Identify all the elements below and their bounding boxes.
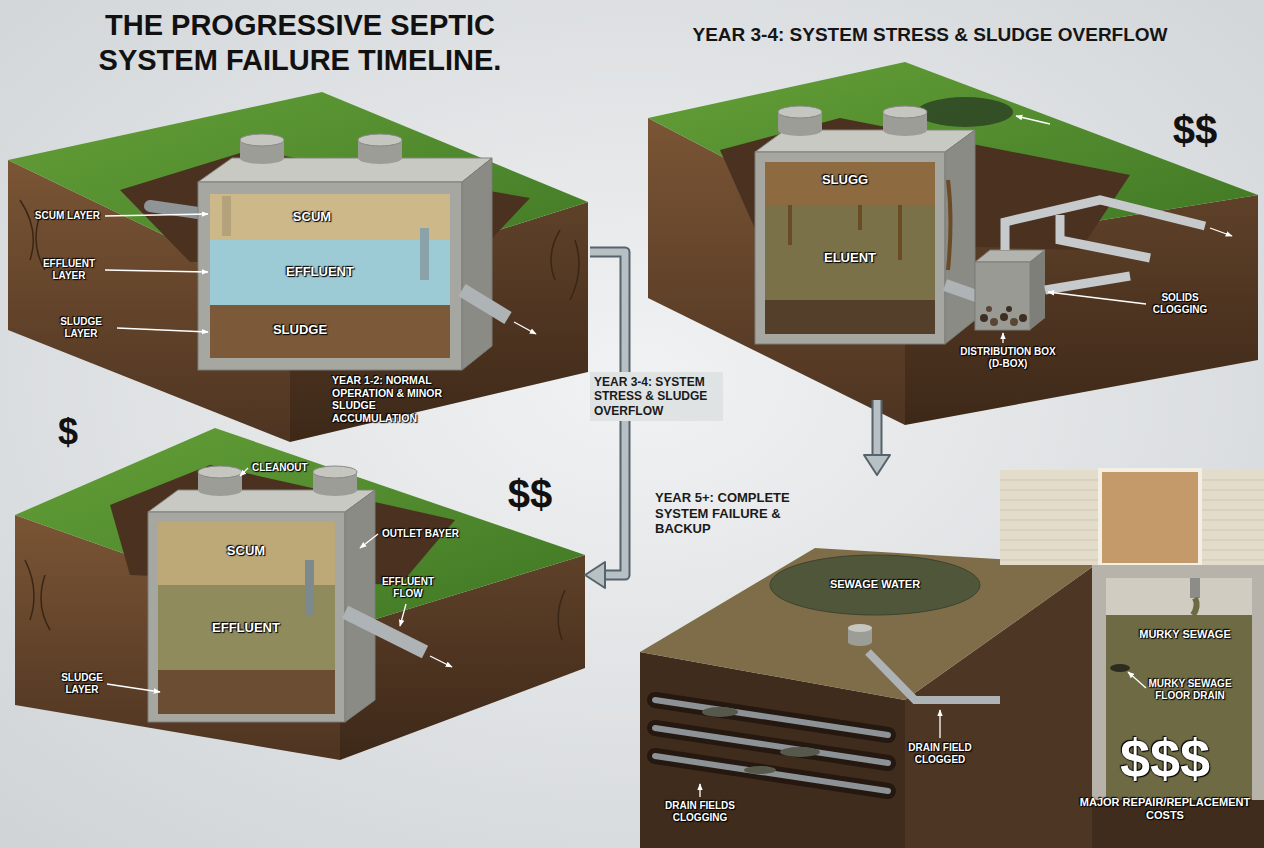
stage-heading: YEAR 5+: COMPLETE SYSTEM FAILURE & BACKU… (655, 490, 820, 537)
flow-arrow (864, 400, 890, 475)
part-label: CLEANOUT (252, 462, 308, 474)
stage-panel: YEAR 3-4: SYSTEM STRESS & SLUDGE OVERFLO… (630, 20, 1260, 400)
part-label: EFFLUENT (286, 264, 354, 280)
cost-marker: $$$ (1120, 726, 1210, 791)
part-label: SOLIDS CLOGGING (1140, 292, 1220, 316)
part-label: EFFLUENT FLOW (373, 576, 443, 600)
part-label: MURKY SEWAGE (1139, 628, 1230, 641)
leader-lines (107, 468, 452, 692)
stage-heading: YEAR 3-4: SYSTEM STRESS & SLUDGE OVERFLO… (692, 24, 1167, 47)
part-label: SCUM (227, 543, 265, 559)
house-basement (1000, 470, 1264, 848)
part-label: OUTLET BAYER (382, 528, 459, 540)
part-label: DISTRIBUTION BOX (D-BOX) (953, 346, 1063, 370)
stage-panel: CLEANOUT OUTLET BAYER SCUM EFFLUENT FLOW EFF… (10, 425, 585, 760)
septic-tank (150, 134, 508, 370)
leader-lines (700, 672, 1146, 797)
cost-marker: $$ (1173, 106, 1218, 154)
edge-label: YEAR 3-4: SYSTEM STRESS & SLUDGE OVERFLO… (590, 372, 723, 421)
cost-note: MAJOR REPAIR/REPLACEMENT COSTS (1073, 796, 1258, 822)
part-label: ELUENT (824, 250, 876, 266)
stage-panel: SCUM LAYER SCUM EFFLUENT LAYER EFFLUENT SLUD… (5, 90, 590, 420)
cost-marker: $$ (508, 470, 553, 518)
cost-marker: $ (58, 410, 78, 453)
soil-block (648, 62, 1258, 425)
part-label: DRAIN FIELD CLOGGED (900, 742, 980, 766)
part-label: DRAIN FIELDS CLOGGING (658, 800, 743, 824)
stage-caption: YEAR 1-2: NORMAL OPERATION & MINOR SLUDG… (332, 374, 450, 424)
stage-panel: YEAR 5+: COMPLETE SYSTEM FAILURE & BACKU… (630, 475, 1262, 845)
soil-block (15, 428, 585, 760)
part-label: SCUM LAYER (35, 210, 100, 222)
part-label: EFFLUENT (212, 620, 280, 636)
part-label: SLUDGE LAYER (50, 316, 112, 340)
leader-lines (105, 214, 536, 334)
stressed-tank (755, 106, 982, 344)
part-label: SCUM (293, 209, 331, 225)
part-label: SEWAGE WATER (830, 578, 920, 591)
diagram-title: THE PROGRESSIVE SEPTIC SYSTEM FAILURE TI… (60, 8, 540, 78)
part-label: EFFLUENT LAYER (38, 258, 100, 282)
part-label: SLUGG (822, 172, 868, 188)
part-label: SLUDGE (273, 322, 327, 338)
part-label: MURKY SEWAGE FLOOR DRAIN (1143, 678, 1238, 702)
septic-tank (148, 466, 425, 722)
failed-ground (640, 548, 1095, 848)
soil-block (8, 92, 588, 442)
part-label: SLUDGE LAYER (52, 672, 112, 696)
